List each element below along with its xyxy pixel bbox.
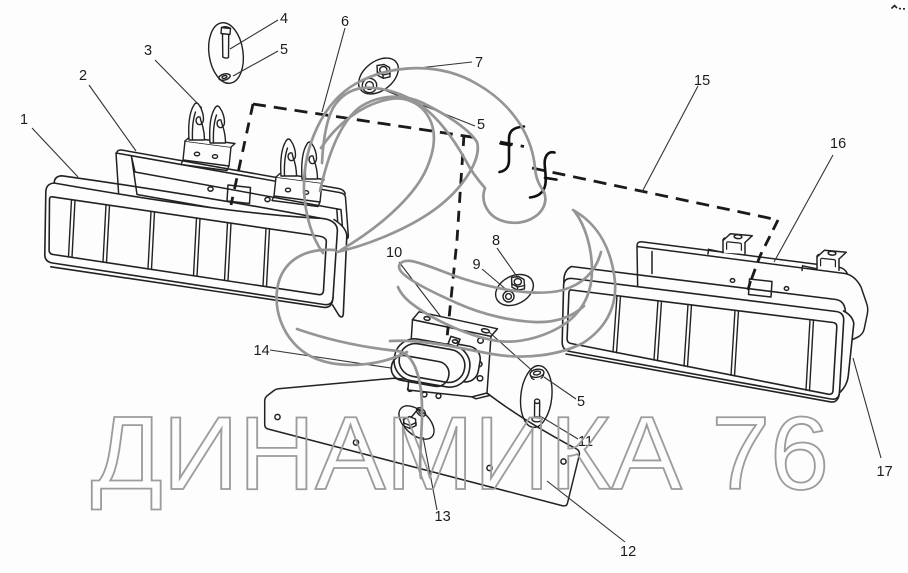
svg-text:13: 13 bbox=[435, 509, 451, 525]
svg-text:3: 3 bbox=[144, 43, 152, 59]
svg-text:9: 9 bbox=[473, 257, 481, 273]
svg-text:17: 17 bbox=[877, 464, 893, 480]
svg-text:7: 7 bbox=[475, 55, 483, 71]
svg-text:2: 2 bbox=[79, 68, 87, 84]
svg-text:15: 15 bbox=[694, 73, 710, 89]
svg-text:10: 10 bbox=[386, 245, 402, 261]
svg-text:5: 5 bbox=[280, 42, 288, 58]
svg-text:ДИНАМИКА 76: ДИНАМИКА 76 bbox=[91, 396, 829, 512]
svg-text:16: 16 bbox=[830, 136, 846, 152]
svg-text:5: 5 bbox=[477, 117, 485, 133]
svg-text:5: 5 bbox=[577, 394, 585, 410]
svg-text:1: 1 bbox=[20, 112, 28, 128]
svg-text:6: 6 bbox=[341, 14, 349, 30]
svg-text:12: 12 bbox=[620, 544, 636, 560]
svg-text:11: 11 bbox=[578, 434, 593, 450]
svg-text:14: 14 bbox=[254, 343, 270, 359]
svg-text:4: 4 bbox=[280, 11, 288, 27]
svg-text:8: 8 bbox=[492, 233, 500, 249]
